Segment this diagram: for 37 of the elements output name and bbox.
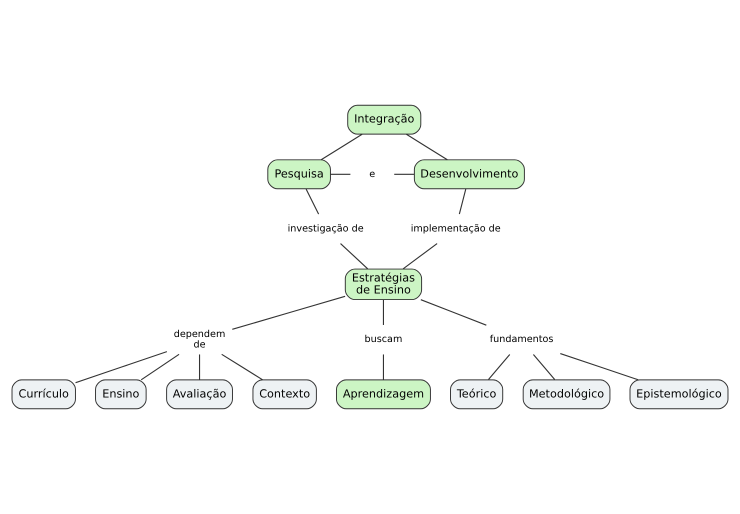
connector (330, 174, 350, 175)
connector (458, 188, 466, 214)
connector (382, 354, 384, 380)
node-text: e (369, 168, 376, 180)
node-text: buscam (364, 334, 402, 346)
node-box: Teórico (450, 379, 504, 410)
node-box: Metodológico (522, 379, 610, 410)
connector (560, 353, 638, 380)
connector (320, 134, 362, 160)
node-box: Contexto (252, 379, 317, 410)
node-box: Epistemológico (630, 379, 728, 410)
connector (406, 134, 448, 160)
connector (532, 354, 556, 380)
connector (140, 354, 180, 380)
node-box: Desenvolvimento (414, 159, 525, 190)
connector (198, 354, 200, 380)
node-box: Integração (347, 104, 422, 135)
connector (402, 243, 438, 270)
node-text: fundamentos (490, 334, 554, 346)
node-text: dependem de (174, 328, 226, 350)
node-box: Pesquisa (267, 159, 331, 190)
node-box: Ensino (95, 379, 147, 410)
connector (232, 296, 346, 330)
node-text: implementação de (410, 223, 501, 234)
connector (394, 174, 414, 175)
node-box: Currículo (12, 379, 76, 410)
connector (75, 351, 168, 384)
connector (221, 354, 263, 380)
connector (382, 300, 384, 325)
node-box: Avaliação (166, 379, 233, 410)
node-box: Estratégias de Ensino (344, 268, 422, 300)
connector (340, 243, 368, 270)
connector (488, 354, 510, 380)
connector (306, 188, 320, 214)
connector (420, 299, 487, 326)
node-box: Aprendizagem (336, 379, 431, 410)
node-text: investigação de (288, 223, 364, 234)
